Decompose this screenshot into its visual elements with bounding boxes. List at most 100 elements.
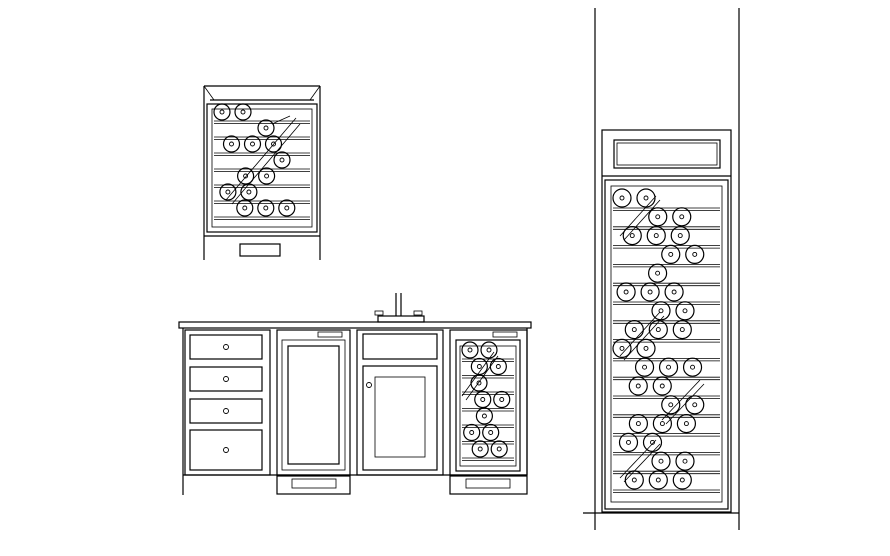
column-bottles: [612, 188, 705, 490]
column-display-panel-outer: [613, 139, 721, 169]
under-counter-wine-cooler-bottle-neck: [496, 446, 502, 452]
tall-wine-column-bottle: [652, 414, 673, 434]
wall-cooler-corner-bevel-right: [309, 85, 321, 101]
appliance-toe-grille: [291, 478, 337, 489]
tall-wine-column-bottle-neck: [659, 383, 665, 389]
tall-wine-column-bottle-neck: [647, 289, 653, 295]
tall-wine-column-bottle: [647, 263, 668, 283]
column-glare-2: [623, 199, 661, 241]
under-counter-wine-cooler-bottle: [470, 374, 488, 392]
wall-wine-cooler-bottle-neck: [263, 125, 269, 131]
under-counter-wine-cooler-bottle-neck: [469, 430, 475, 435]
drawer-knob-3: [223, 408, 229, 414]
appliance-panel-frame: [276, 329, 351, 476]
wall-wine-cooler-bottle: [222, 135, 241, 153]
wall-wine-cooler-bottle: [219, 183, 237, 201]
column-glare-3: [619, 311, 661, 357]
tall-wine-column-bottle-neck: [629, 233, 635, 239]
tall-wine-column-bottle: [661, 244, 681, 264]
tall-wine-column-bottle: [648, 470, 668, 490]
drawer-knob-2: [223, 376, 229, 382]
tall-wine-column-bottle-neck: [643, 345, 649, 351]
tall-wine-column-bottle: [682, 357, 703, 377]
wall-cooler-bottles: [213, 103, 296, 217]
appliance-panel-vent: [317, 331, 343, 338]
tall-wine-column-bottle-neck: [692, 251, 698, 257]
wall-cooler-glass: [211, 108, 313, 228]
tall-wine-column-bottle: [675, 451, 695, 471]
tall-wine-column-bottle: [675, 301, 695, 321]
tall-wine-column-bottle-neck: [682, 308, 688, 314]
column-outer-frame: [601, 129, 732, 513]
column-glare-5: [661, 379, 701, 421]
wall-cooler-glare-2: [225, 117, 297, 201]
tall-wine-column-bottle-neck: [626, 439, 631, 445]
tall-wine-column-bottle: [628, 414, 649, 434]
tall-wine-column-bottle-neck: [650, 439, 655, 445]
tall-wine-column-bottle: [628, 376, 648, 396]
wall-wine-cooler-bottle-neck: [246, 189, 252, 195]
column-display-panel-inner: [616, 142, 718, 166]
wall-wine-cooler-bottle-neck: [279, 157, 285, 163]
tall-wine-column-bottle: [624, 320, 644, 340]
faucet-handle-left: [374, 310, 384, 316]
tall-wine-column-bottle-neck: [658, 308, 664, 314]
wall-wine-cooler-bottle: [258, 167, 276, 185]
tall-wine-column-bottle: [670, 226, 690, 246]
tall-wine-column-bottle: [616, 282, 636, 302]
wall-wine-cooler-bottle: [257, 119, 275, 137]
tall-wine-column-bottle: [672, 470, 692, 490]
tall-wine-column-bottle-neck: [655, 327, 661, 333]
drawer-knob-4: [223, 447, 229, 453]
under-counter-wine-cooler-bottle-neck: [495, 364, 501, 369]
under-counter-wine-cooler-bottle: [489, 357, 507, 376]
wall-wine-cooler: [203, 85, 321, 260]
wall-wine-cooler-bottle-neck: [263, 205, 269, 211]
under-counter-wine-cooler-bottle-neck: [480, 397, 486, 402]
column-door-frame: [604, 179, 729, 510]
column-shelves: [613, 207, 720, 493]
tall-wine-column-bottle-neck: [623, 289, 629, 295]
tall-wine-column-bottle-neck: [659, 421, 665, 427]
under-counter-wine-cooler-bottle: [475, 407, 493, 425]
tall-wine-column-bottle: [612, 188, 632, 208]
under-counter-wine-cooler-bottle-neck: [476, 380, 482, 386]
under-counter-wine-cooler-bottle: [471, 440, 489, 458]
wall-wine-cooler-bottle: [257, 199, 275, 217]
wall-cooler-corner-bevel-left: [203, 85, 215, 101]
under-counter-toe-grille: [465, 478, 511, 489]
tall-wine-column-bottle-neck: [655, 270, 661, 276]
tall-wine-column-bottle: [685, 395, 705, 415]
tall-wine-column-bottle: [676, 414, 697, 434]
tall-wine-column-bottle-neck: [679, 214, 685, 220]
wall-wine-cooler-bottle-neck: [229, 141, 234, 147]
under-counter-wine-cooler-bottle-neck: [476, 364, 482, 369]
tall-wine-column-bottle: [646, 226, 666, 246]
wall-wine-cooler-bottle-neck: [250, 141, 255, 147]
tall-wine-column-bottle: [661, 395, 681, 415]
base-cabinet-run: [178, 293, 532, 495]
under-counter-wine-cooler-bottle-neck: [481, 413, 487, 419]
tall-wine-column-bottle-neck: [690, 364, 695, 370]
wall-wine-cooler-bottle: [273, 151, 291, 169]
tall-wine-column-bottle: [640, 282, 660, 302]
wall-wine-cooler-bottle: [234, 103, 252, 121]
faucet-base: [377, 315, 425, 323]
tall-wine-column-bottle-neck: [679, 477, 685, 483]
drawer-2: [189, 366, 263, 392]
wall-wine-cooler-bottle: [237, 167, 255, 185]
tall-wine-column-bottle-neck: [635, 383, 641, 389]
wall-wine-cooler-bottle: [240, 183, 258, 201]
tall-wine-column-bottle-neck: [655, 214, 661, 220]
tall-wine-column-bottle: [672, 320, 692, 340]
tall-wine-column-bottle-neck: [643, 195, 649, 201]
tall-wine-column-bottle-neck: [668, 402, 674, 408]
tall-wine-column-bottle: [618, 432, 639, 452]
wall-wine-cooler-bottle-neck: [243, 173, 249, 179]
tall-wine-column-bottle: [658, 357, 679, 377]
drawer-1: [189, 334, 263, 360]
drawer-knob-1: [223, 344, 229, 350]
tall-wine-column-bottle-neck: [635, 421, 641, 427]
tall-wine-column-bottle: [622, 226, 642, 246]
tall-wine-column-bottle: [648, 320, 668, 340]
